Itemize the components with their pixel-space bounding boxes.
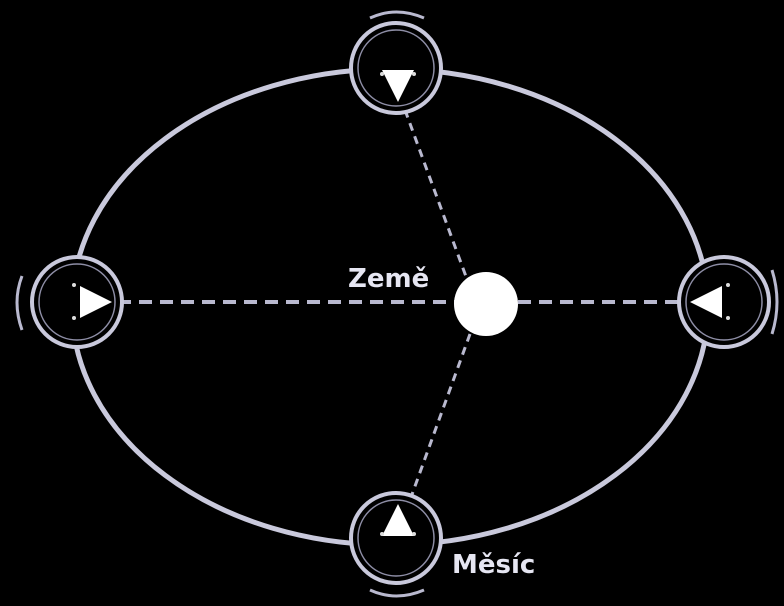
- line-earth-to-top-moon: [405, 110, 468, 282]
- rotation-arrow-icon: [772, 270, 777, 334]
- moon-bottom: [351, 493, 441, 596]
- rotation-arrow-icon: [17, 276, 22, 330]
- moon-orbit: [72, 69, 708, 545]
- moon-label: Měsíc: [452, 550, 535, 580]
- moon-left: [17, 257, 122, 347]
- earth: [454, 272, 518, 336]
- rotation-arrow-icon: [370, 12, 424, 18]
- rotation-arrow-icon: [370, 590, 424, 596]
- line-earth-to-bottom-moon: [410, 334, 470, 500]
- moon-top: [351, 12, 441, 113]
- moon-right: [679, 257, 777, 347]
- earth-label: Země: [348, 264, 429, 294]
